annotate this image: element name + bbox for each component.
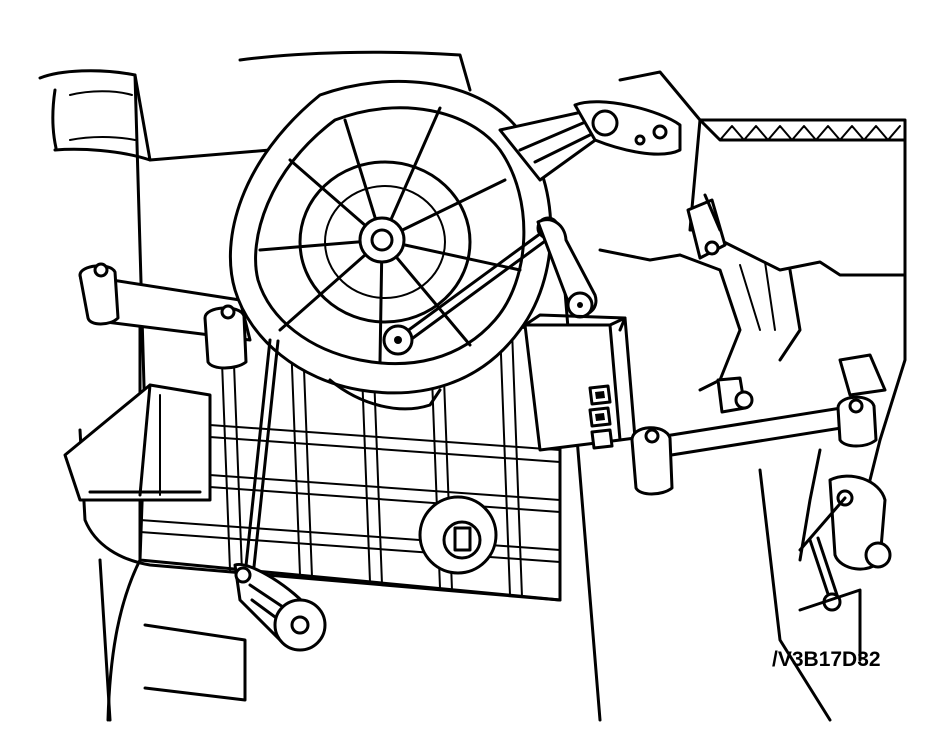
left-support-bar	[78, 262, 252, 370]
blower-motor-housing	[228, 79, 553, 411]
mode-door-shaft	[418, 495, 498, 575]
left-duct-tube	[38, 69, 152, 162]
right-door-lever	[798, 353, 892, 662]
upper-actuator-arm	[498, 100, 682, 182]
control-cable-lower	[233, 338, 327, 652]
right-retaining-clip	[716, 376, 754, 414]
upper-right-bracket	[686, 193, 727, 260]
figure-identifier-label: /V3B17D32	[772, 648, 881, 671]
lower-left-panel	[143, 623, 247, 702]
bellcrank-linkage	[536, 218, 598, 319]
figure-id-text: V3B17D32	[777, 648, 881, 671]
left-mounting-bracket	[63, 383, 212, 502]
heater-housing	[78, 50, 907, 722]
right-support-rod	[630, 395, 878, 496]
blower-resistor-module	[523, 313, 637, 452]
